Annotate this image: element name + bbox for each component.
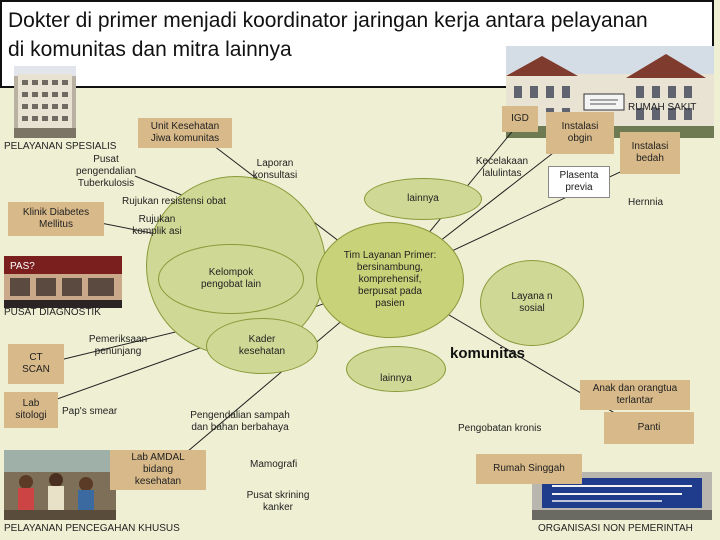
pusat-diagnostik-label: PUSAT DIAGNOSTIK <box>4 307 101 318</box>
lainnya-oval-top: lainnya <box>364 178 482 220</box>
ornop-label: ORGANISASI NON PEMERINTAH <box>538 523 693 534</box>
kader-oval: Kader kesehatan <box>206 318 318 374</box>
laporan-konsultasi-label: Laporan konsultasi <box>252 158 298 181</box>
diagnostic-mall-photo: PAS? <box>4 256 122 308</box>
kecelakaan-label: Kecelakaan lalulintas <box>475 156 529 179</box>
anak-orangtua-label: Anak dan orangtua terlantar <box>592 383 678 406</box>
pusat-tb-label: Pusat pengendalian Tuberkulosis <box>75 154 137 189</box>
kelompok-pengobat-label: Kelompok pengobat lain <box>200 267 262 290</box>
hospital-building-photo-left <box>14 66 76 138</box>
slide-title: Dokter di primer menjadi koordinator jar… <box>8 9 648 61</box>
layanan-sosial-label: Layana n sosial <box>511 291 553 314</box>
title-box: Dokter di primer menjadi koordinator jar… <box>0 0 714 88</box>
tim-layanan-primer-oval: Tim Layanan Primer: bersinambung, kompre… <box>316 222 464 338</box>
lainnya-bottom-label: lainnya <box>380 373 412 384</box>
pengendalian-sampah-label: Pengendalian sampah dan bahan berbahaya <box>190 410 290 433</box>
instalasi-bedah-label: Instalasi bedah <box>631 141 669 164</box>
skrining-label: Pusat skrining kanker <box>246 490 310 513</box>
igd-box: IGD <box>502 106 538 132</box>
community-photo <box>4 450 116 520</box>
tim-layanan-primer-label: Tim Layanan Primer: bersinambung, kompre… <box>343 250 437 309</box>
lainnya-top-label: lainnya <box>407 193 439 204</box>
pengobatan-kronis-label: Pengobatan kronis <box>458 423 542 434</box>
igd-label: IGD <box>511 113 529 124</box>
instalasi-obgin-box: Instalasi obgin <box>546 112 614 154</box>
layanan-sosial-oval: Layana n sosial <box>480 260 584 346</box>
pelayanan-spesialis-label: PELAYANAN SPESIALIS <box>4 141 117 152</box>
rumah-sakit-label: RUMAH SAKIT <box>628 102 697 113</box>
klinik-diabetes-label: Klinik Diabetes Mellitus <box>22 207 90 230</box>
lainnya-oval-bottom: lainnya <box>346 346 446 392</box>
mamografi-label: Mamografi <box>250 459 298 470</box>
pemeriksaan-label: Pemeriksaan penunjang <box>88 334 148 357</box>
pencegahan-label: PELAYANAN PENCEGAHAN KHUSUS <box>4 523 180 534</box>
panti-box: Panti <box>604 412 694 444</box>
instalasi-obgin-label: Instalasi obgin <box>561 121 599 144</box>
lab-amdal-label: Lab AMDAL bidang kesehatan <box>131 452 185 487</box>
rumah-singgah-box: Rumah Singgah <box>476 454 582 484</box>
ct-scan-box: CT SCAN <box>8 344 64 384</box>
kader-label: Kader kesehatan <box>238 334 286 357</box>
ct-scan-label: CT SCAN <box>22 352 50 375</box>
unit-kesehatan-jiwa-label: Unit Kesehatan Jiwa komunitas <box>150 121 220 144</box>
hernia-label: Hernnia <box>628 197 664 208</box>
klinik-diabetes-box: Klinik Diabetes Mellitus <box>8 202 104 236</box>
kelompok-pengobat-oval: Kelompok pengobat lain <box>158 244 304 314</box>
paps-label: Pap's smear <box>62 406 118 417</box>
mall-sign-text: PAS? <box>10 261 35 272</box>
plasenta-previa-box: Plasenta previa <box>548 166 610 198</box>
lab-amdal-box: Lab AMDAL bidang kesehatan <box>110 450 206 490</box>
instalasi-bedah-box: Instalasi bedah <box>620 132 680 174</box>
rumah-singgah-label: Rumah Singgah <box>493 463 565 474</box>
komunitas-label: komunitas <box>450 345 526 362</box>
anak-orangtua-box: Anak dan orangtua terlantar <box>580 380 690 410</box>
plasenta-previa-label: Plasenta previa <box>559 170 599 193</box>
lab-sitologi-box: Lab sitologi <box>4 392 58 428</box>
rujukan-resistensi-label: Rujukan resistensi obat <box>122 196 226 207</box>
rujukan-komplikasi-label: Rujukan komplik asi <box>132 214 182 237</box>
unit-kesehatan-jiwa-box: Unit Kesehatan Jiwa komunitas <box>138 118 232 148</box>
lab-sitologi-label: Lab sitologi <box>15 398 47 421</box>
panti-label: Panti <box>637 422 661 433</box>
